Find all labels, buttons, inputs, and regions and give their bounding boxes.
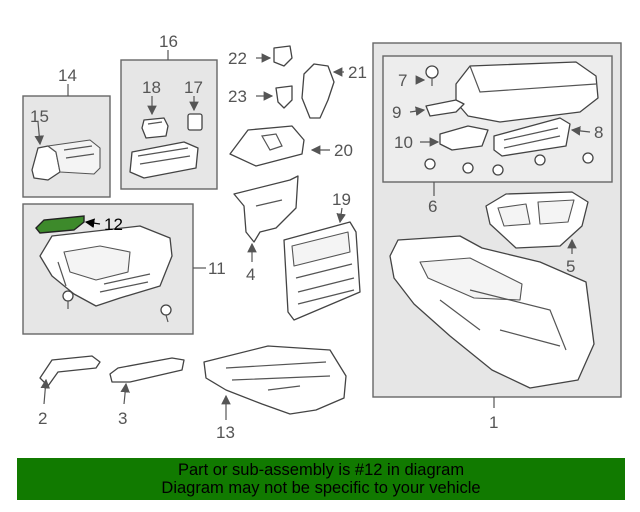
callout-1[interactable]: 1: [489, 413, 498, 432]
callout-15[interactable]: 15: [30, 107, 49, 126]
part-12[interactable]: [35, 215, 85, 234]
callout-18[interactable]: 18: [142, 78, 161, 97]
part-15[interactable]: [31, 139, 101, 181]
callout-21[interactable]: 21: [348, 63, 367, 82]
info-line-1: Part or sub-assembly is #12 in diagram: [177, 461, 465, 479]
callout-4[interactable]: 4: [246, 265, 255, 284]
part-2[interactable]: [39, 355, 101, 387]
callout-20[interactable]: 20: [334, 141, 353, 160]
callout-14[interactable]: 14: [58, 66, 77, 85]
callout-6[interactable]: 6: [428, 197, 437, 216]
callout-11[interactable]: 11: [208, 259, 226, 278]
callout-16[interactable]: 16: [159, 32, 178, 51]
callout-labels: 14 15 16 18 17 12 11 2 3 13 4 20 19 21 2…: [30, 32, 603, 442]
callout-3[interactable]: 3: [118, 409, 127, 428]
part-22[interactable]: [273, 45, 293, 67]
leader-lines: [34, 50, 591, 420]
screws-6[interactable]: [424, 152, 594, 176]
callout-17[interactable]: 17: [184, 78, 203, 97]
callout-8[interactable]: 8: [594, 123, 603, 142]
part-16-tray[interactable]: [129, 141, 199, 179]
part-4[interactable]: [233, 175, 299, 243]
part-5[interactable]: [485, 191, 589, 249]
callout-23[interactable]: 23: [228, 87, 247, 106]
part-20[interactable]: [229, 125, 305, 167]
screw-11a[interactable]: [62, 290, 74, 309]
screw-11b[interactable]: [160, 304, 172, 323]
callout-19[interactable]: 19: [332, 190, 351, 209]
part-7[interactable]: [425, 65, 439, 86]
callout-5[interactable]: 5: [566, 257, 575, 276]
info-banner: Part or sub-assembly is #12 in diagram D…: [17, 458, 625, 500]
part-3[interactable]: [109, 357, 185, 383]
callout-2[interactable]: 2: [38, 409, 47, 428]
callout-10[interactable]: 10: [394, 133, 413, 152]
part-9[interactable]: [425, 99, 465, 117]
part-23[interactable]: [275, 85, 293, 109]
callout-13[interactable]: 13: [216, 423, 235, 442]
part-8[interactable]: [493, 117, 571, 157]
part-13[interactable]: [203, 345, 347, 415]
part-21[interactable]: [301, 63, 335, 119]
callout-12[interactable]: 12: [104, 215, 123, 234]
part-11[interactable]: [39, 225, 173, 307]
callout-22[interactable]: 22: [228, 49, 247, 68]
part-1[interactable]: [389, 235, 595, 389]
part-10[interactable]: [439, 125, 489, 151]
callout-9[interactable]: 9: [392, 103, 401, 122]
part-lid[interactable]: [455, 61, 599, 123]
part-17[interactable]: [187, 113, 203, 131]
info-line-2: Diagram may not be specific to your vehi…: [161, 479, 481, 497]
callout-7[interactable]: 7: [398, 71, 407, 90]
part-19[interactable]: [283, 221, 361, 321]
part-18[interactable]: [141, 117, 169, 139]
